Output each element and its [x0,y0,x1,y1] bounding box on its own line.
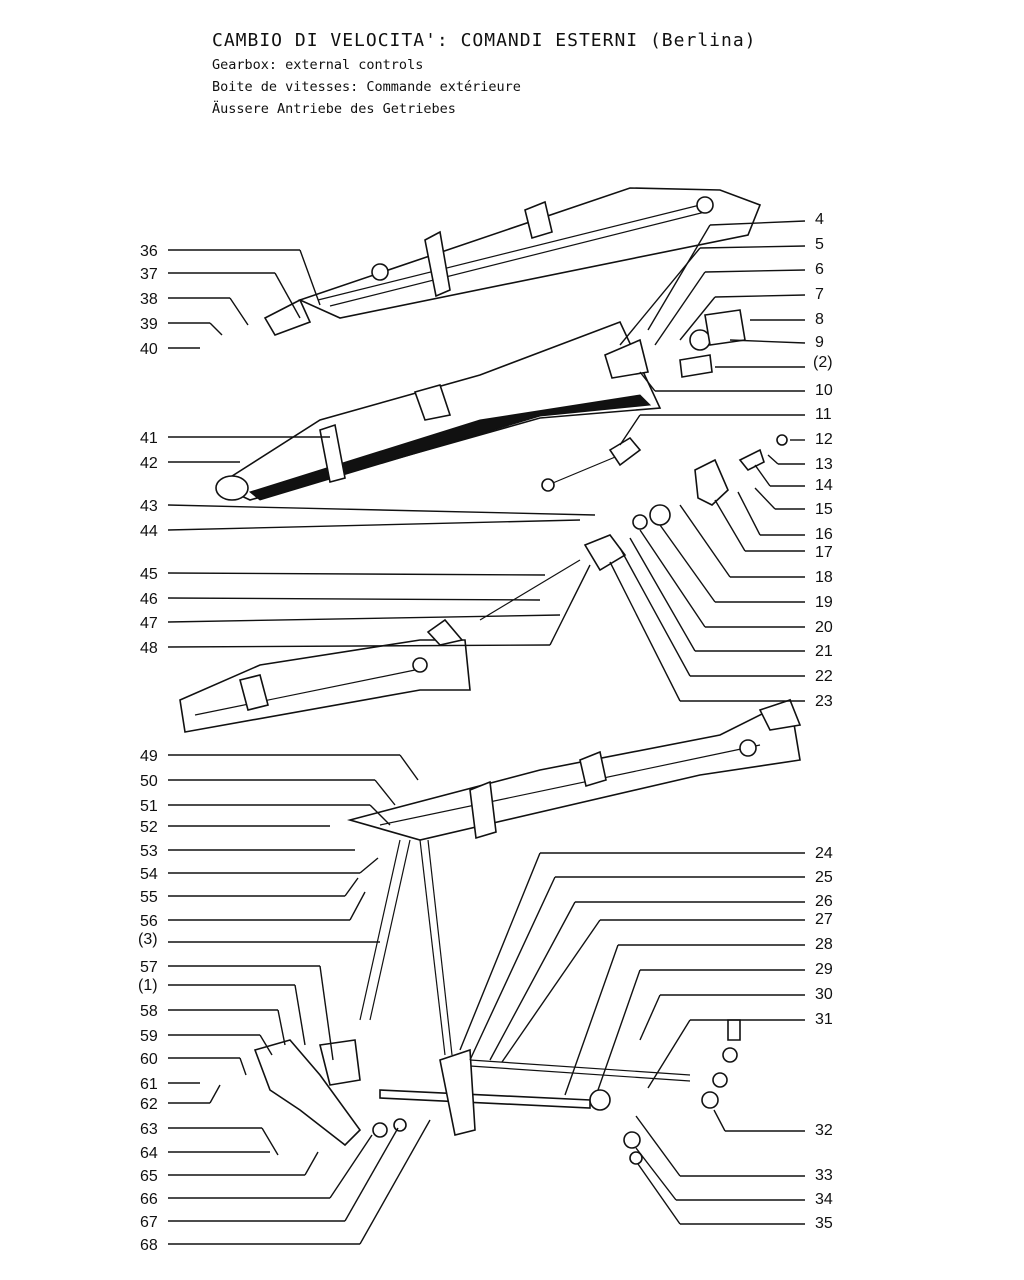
title-block: CAMBIO DI VELOCITA': COMANDI ESTERNI (Be… [212,30,757,123]
bottom-steering-column [346,698,802,841]
callout-5: 5 [815,236,824,253]
callout-36: 36 [140,243,158,260]
callout-61: 61 [140,1076,158,1093]
callout-54: 54 [140,866,158,883]
callout-64: 64 [140,1145,158,1162]
callout-28: 28 [815,936,833,953]
callout-13: 13 [815,456,833,473]
callout-52: 52 [140,819,158,836]
callout-4: 4 [815,211,824,228]
callout-12: 12 [815,431,833,448]
lower-steering-column [179,618,471,733]
callout-16: 16 [815,526,833,543]
callout-48: 48 [140,640,158,657]
callout-22: 22 [815,668,833,685]
callout-41: 41 [140,430,158,447]
callout-34: 34 [815,1191,833,1208]
linkage-assembly [253,839,741,1165]
leader-lines [167,220,806,1245]
callout-32: 32 [815,1122,833,1139]
callout-44: 44 [140,523,158,540]
callout-14: 14 [815,477,833,494]
callout-67: 67 [140,1214,158,1231]
callout-note-3: (3) [138,931,158,948]
callout-31: 31 [815,1011,833,1028]
gearshift-lever-parts [479,309,788,621]
callout-23: 23 [815,693,833,710]
callout-24: 24 [815,845,833,862]
callout-45: 45 [140,566,158,583]
callout-10: 10 [815,382,833,399]
callout-35: 35 [815,1215,833,1232]
callout-42: 42 [140,455,158,472]
callout-labels: 36 37 38 39 40 41 42 43 44 45 46 47 48 4… [138,211,833,1254]
title-french: Boite de vitesses: Commande extérieure [212,79,521,95]
callout-37: 37 [140,266,158,283]
callout-6: 6 [815,261,824,278]
callout-46: 46 [140,591,158,608]
upper-steering-column [263,187,762,336]
callout-58: 58 [140,1003,158,1020]
callout-68: 68 [140,1237,158,1254]
callout-62: 62 [140,1096,158,1113]
callout-15: 15 [815,501,833,518]
middle-steering-column [215,320,662,501]
callout-25: 25 [815,869,833,886]
callout-8: 8 [815,311,824,328]
callout-20: 20 [815,619,833,636]
callout-21: 21 [815,643,833,660]
callout-30: 30 [815,986,833,1003]
callout-note-2: (2) [813,354,833,371]
callout-63: 63 [140,1121,158,1138]
callout-19: 19 [815,594,833,611]
callout-47: 47 [140,615,158,632]
callout-51: 51 [140,798,158,815]
callout-7: 7 [815,286,824,303]
callout-66: 66 [140,1191,158,1208]
callout-56: 56 [140,913,158,930]
callout-39: 39 [140,316,158,333]
callout-59: 59 [140,1028,158,1045]
callout-50: 50 [140,773,158,790]
callout-43: 43 [140,498,158,515]
callout-11: 11 [815,406,832,423]
callout-53: 53 [140,843,158,860]
callout-27: 27 [815,911,833,928]
callout-57: 57 [140,959,158,976]
callout-18: 18 [815,569,833,586]
callout-55: 55 [140,889,158,906]
title-italian: CAMBIO DI VELOCITA': COMANDI ESTERNI (Be… [212,30,757,51]
callout-49: 49 [140,748,158,765]
callout-38: 38 [140,291,158,308]
callout-17: 17 [815,544,833,561]
callout-9: 9 [815,334,824,351]
callout-65: 65 [140,1168,158,1185]
callout-note-1: (1) [138,977,158,994]
callout-26: 26 [815,893,833,910]
callout-33: 33 [815,1167,833,1184]
callout-29: 29 [815,961,833,978]
callout-60: 60 [140,1051,158,1068]
title-english: Gearbox: external controls [212,57,424,73]
title-german: Äussere Antriebe des Getriebes [212,101,456,117]
callout-40: 40 [140,341,158,358]
